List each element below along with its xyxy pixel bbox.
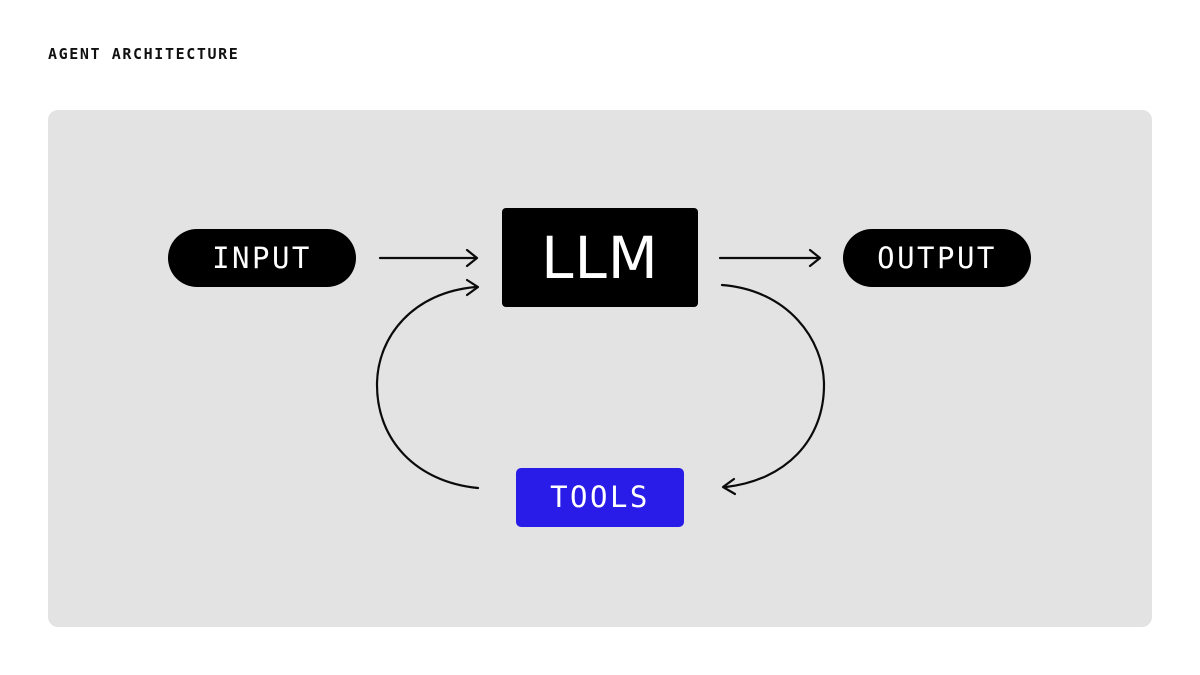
node-input-label: INPUT (212, 240, 312, 275)
edge-llm-to-output (718, 248, 822, 268)
node-output-label: OUTPUT (877, 240, 997, 275)
page-title: AGENT ARCHITECTURE (48, 45, 240, 63)
node-llm-label: LLM (541, 223, 659, 292)
node-tools[interactable]: TOOLS (516, 468, 684, 527)
node-output[interactable]: OUTPUT (843, 229, 1031, 287)
node-llm[interactable]: LLM (502, 208, 698, 307)
edge-input-to-llm (378, 248, 479, 268)
edge-tools-to-llm (375, 278, 480, 490)
node-tools-label: TOOLS (550, 480, 650, 514)
diagram-connectors (375, 248, 826, 496)
diagram-panel: INPUT LLM OUTPUT TOOLS (48, 110, 1152, 627)
node-input[interactable]: INPUT (168, 229, 356, 287)
edge-llm-to-tools (720, 283, 826, 496)
